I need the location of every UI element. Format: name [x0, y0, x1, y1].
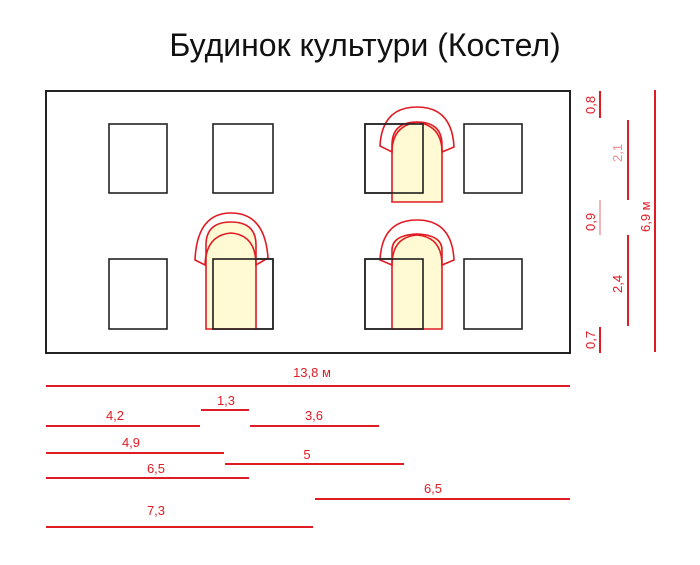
- hdim-label-4-9: 4,9: [122, 435, 140, 450]
- vdim-label-0-9: 0,9: [583, 213, 598, 231]
- window-bottom-4: [463, 258, 523, 330]
- hdim-label-6-5-right: 6,5: [424, 481, 442, 496]
- window-top-2: [212, 123, 274, 194]
- hdim-label-1-3: 1,3: [217, 393, 235, 408]
- arched-door-bottom-right: [364, 219, 455, 330]
- hdim-label-3-6: 3,6: [305, 408, 323, 423]
- vdim-label-0-7: 0,7: [583, 331, 598, 349]
- hdim-label-5: 5: [303, 447, 310, 462]
- hdim-label-total: 13,8 м: [293, 365, 331, 380]
- vdim-label-0-8: 0,8: [583, 96, 598, 114]
- vdim-label-total: 6,9 м: [638, 201, 653, 232]
- drawing-title: Будинок культури (Костел): [169, 27, 561, 63]
- window-top-1: [108, 123, 168, 194]
- vdim-label-2-1: 2,1: [610, 144, 625, 162]
- hdim-label-6-5-left: 6,5: [147, 461, 165, 476]
- arched-door-bottom-left: [194, 212, 274, 330]
- window-top-4: [463, 123, 523, 194]
- facade-outline: [45, 90, 571, 354]
- window-bottom-1: [108, 258, 168, 330]
- hdim-label-7-3: 7,3: [147, 503, 165, 518]
- hdim-label-4-2: 4,2: [106, 408, 124, 423]
- arched-door-top-right: [364, 106, 455, 203]
- vdim-label-2-4: 2,4: [610, 275, 625, 293]
